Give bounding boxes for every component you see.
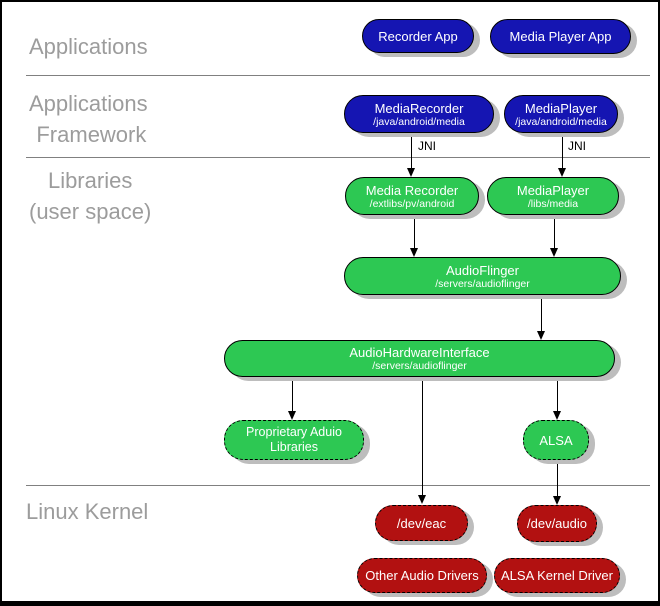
node-title: MediaRecorder xyxy=(374,100,464,116)
node-title: Media Recorder xyxy=(365,182,459,198)
node-title: AudioHardwareInterface xyxy=(349,345,490,360)
connector-ahi-alsa xyxy=(557,377,558,413)
node-mediaplayer-framework: MediaPlayer /java/android/media xyxy=(504,95,618,133)
divider-framework-libraries xyxy=(26,157,650,158)
arrow-down-icon xyxy=(418,495,426,504)
divider-libraries-kernel xyxy=(26,485,650,486)
node-audioflinger: AudioFlinger /servers/audioflinger xyxy=(344,257,621,295)
node-mediarecorder-framework: MediaRecorder /java/android/media xyxy=(344,95,494,133)
node-title: Proprietary Aduio Libraries xyxy=(246,425,342,454)
section-label-framework: Applications Framework xyxy=(29,91,148,147)
node-path: /libs/media xyxy=(527,197,579,210)
arrow-down-icon xyxy=(550,248,558,257)
node-title: Other Audio Drivers xyxy=(365,568,479,583)
connector-mediaplayer-jni-line xyxy=(562,133,563,170)
arrow-down-icon xyxy=(407,168,415,177)
node-media-recorder-lib: Media Recorder /extlibs/pv/android xyxy=(345,177,479,215)
arrow-down-icon xyxy=(553,496,561,505)
node-dev-audio: /dev/audio xyxy=(517,505,597,542)
node-dev-eac: /dev/eac xyxy=(375,505,468,541)
node-proprietary-audio-libraries: Proprietary Aduio Libraries xyxy=(224,420,364,460)
node-mediaplayer-lib: MediaPlayer /libs/media xyxy=(487,177,619,215)
section-label-libraries: Libraries (user space) xyxy=(29,168,152,224)
node-title: ALSA Kernel Driver xyxy=(501,568,613,583)
section-label-applications: Applications xyxy=(29,34,148,59)
divider-applications-framework xyxy=(26,75,650,76)
connector-ahi-proprietary xyxy=(292,377,293,413)
node-title: Media Player App xyxy=(509,29,612,44)
node-path: /java/android/media xyxy=(515,115,607,128)
section-label-linux-kernel: Linux Kernel xyxy=(26,499,149,524)
jni-label-right: JNI xyxy=(568,139,586,153)
connector-mediaplayer-audioflinger xyxy=(554,215,555,250)
connector-mediarecorder-audioflinger xyxy=(414,215,415,250)
node-title: MediaPlayer xyxy=(516,182,590,198)
node-alsa: ALSA xyxy=(523,420,589,460)
node-title: Recorder App xyxy=(378,28,458,44)
arrow-down-icon xyxy=(410,248,418,257)
connector-ahi-deveac xyxy=(422,377,423,497)
node-title: /dev/audio xyxy=(527,516,587,531)
node-media-player-app: Media Player App xyxy=(490,19,631,54)
node-title: /dev/eac xyxy=(396,515,447,531)
node-recorder-app: Recorder App xyxy=(362,19,474,53)
arrow-down-icon xyxy=(553,411,561,420)
node-other-audio-drivers: Other Audio Drivers xyxy=(357,558,487,593)
node-audiohardwareinterface: AudioHardwareInterface /servers/audiofli… xyxy=(224,340,615,377)
jni-label-left: JNI xyxy=(418,139,436,153)
node-path: /java/android/media xyxy=(373,115,465,128)
node-path: /servers/audioflinger xyxy=(372,360,467,372)
node-title: MediaPlayer xyxy=(524,100,598,116)
connector-mediarecorder-jni-line xyxy=(411,133,412,170)
node-alsa-kernel-driver: ALSA Kernel Driver xyxy=(494,558,620,593)
arrow-down-icon xyxy=(537,331,545,340)
connector-alsa-devaudio xyxy=(557,460,558,498)
arrow-down-icon xyxy=(558,168,566,177)
arrow-down-icon xyxy=(288,411,296,420)
connector-audioflinger-ahi xyxy=(541,295,542,333)
node-path: /extlibs/pv/android xyxy=(369,197,455,210)
node-path: /servers/audioflinger xyxy=(435,277,530,290)
node-title: ALSA xyxy=(539,432,573,448)
node-title: AudioFlinger xyxy=(446,262,519,278)
